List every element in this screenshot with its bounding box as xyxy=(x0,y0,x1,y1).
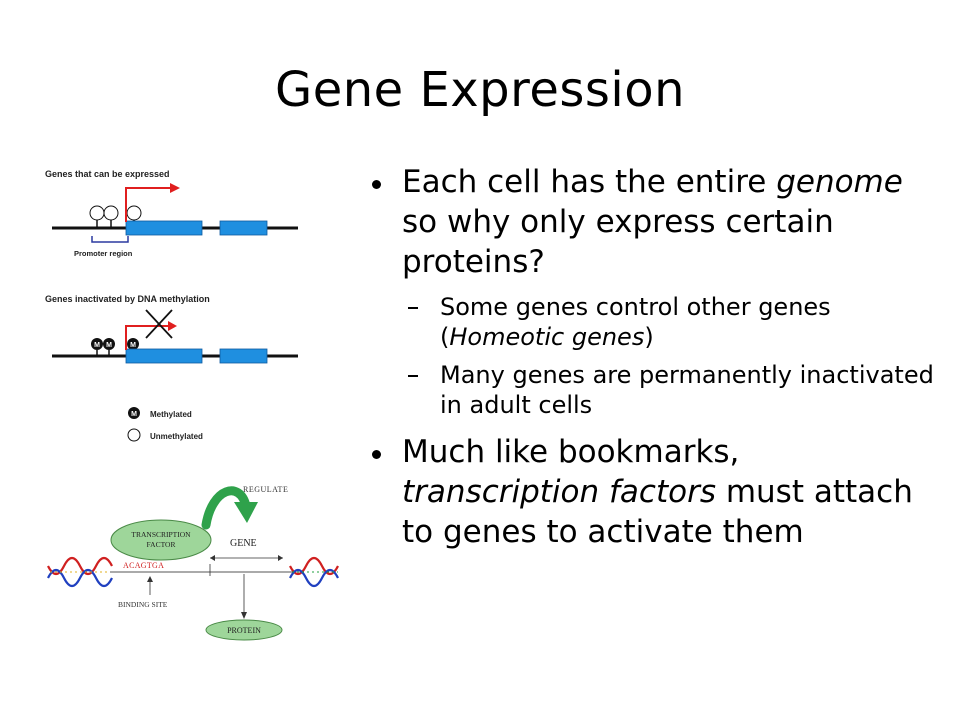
transcription-arrow-icon xyxy=(125,183,180,222)
bullet-text-segment: ) xyxy=(644,323,654,351)
dna-helix-icon xyxy=(47,556,339,588)
label-binding-site: BINDING SITE xyxy=(118,600,168,609)
bullet-dash-icon xyxy=(408,375,418,377)
protein-bubble: PROTEIN xyxy=(205,619,283,641)
methylation-legend: M Methylated Unmethylated xyxy=(127,407,203,442)
binding-site-arrow-icon xyxy=(147,576,153,595)
promoter-bracket xyxy=(91,236,129,243)
bullet-text-segment: Some genes control other genes ( xyxy=(440,293,831,351)
bullet-text-segment: so why only express certain proteins? xyxy=(402,204,834,280)
svg-text:M: M xyxy=(106,342,112,349)
gene-exon-1-methylated xyxy=(125,348,203,364)
label-promoter: Promoter region xyxy=(74,249,133,258)
emphasized-term: transcription factors xyxy=(402,474,716,510)
gene-exon-1 xyxy=(125,220,203,236)
regulate-arrow-icon xyxy=(201,486,258,530)
label-regulate: REGULATE xyxy=(243,485,288,494)
bullet-dot-icon xyxy=(372,450,381,459)
svg-text:PROTEIN: PROTEIN xyxy=(227,626,261,635)
svg-text:TRANSCRIPTION: TRANSCRIPTION xyxy=(131,530,191,539)
bullet-text-segment: Many genes are permanently inactivated i… xyxy=(440,361,934,419)
unmethylated-sites xyxy=(89,205,142,228)
label-gene: GENE xyxy=(230,538,257,549)
legend-methylated: Methylated xyxy=(150,410,192,419)
svg-text:FACTOR: FACTOR xyxy=(147,540,176,549)
gene-to-protein-arrow-icon xyxy=(241,574,247,619)
gene-exon-2-methylated xyxy=(219,348,268,364)
gene-exon-2 xyxy=(219,220,268,236)
methylated-sites: M M M xyxy=(91,338,139,356)
bullet-text-segment: must attach to genes to activate them xyxy=(402,474,913,550)
bullet-text-segment: Much like bookmarks, xyxy=(402,434,740,470)
sub-bullet-item: Many genes are permanently inactivated i… xyxy=(368,360,938,420)
legend-unmethylated: Unmethylated xyxy=(150,432,203,441)
blocked-transcription-arrow-icon xyxy=(125,309,177,350)
bullet-item: Each cell has the entire genome so why o… xyxy=(368,162,938,282)
bullet-item: Much like bookmarks, transcription facto… xyxy=(368,432,938,552)
gene-expression-figure: Genes that can be expressed Promoter reg… xyxy=(45,169,339,641)
svg-text:M: M xyxy=(94,342,100,349)
bullet-dot-icon xyxy=(372,180,381,189)
label-inactivated: Genes inactivated by DNA methylation xyxy=(45,294,210,304)
label-expressed: Genes that can be expressed xyxy=(45,169,170,179)
slide-title: Gene Expression xyxy=(275,62,685,118)
svg-text:M: M xyxy=(130,342,136,349)
bullet-list: Each cell has the entire genome so why o… xyxy=(368,162,938,562)
binding-sequence: ACAGTGA xyxy=(123,561,164,570)
emphasized-term: genome xyxy=(776,164,903,200)
bullet-dash-icon xyxy=(408,307,418,309)
gene-span-icon xyxy=(210,555,283,561)
emphasized-term: Homeotic genes xyxy=(449,323,645,351)
svg-text:M: M xyxy=(131,411,137,418)
transcription-factor-bubble: TRANSCRIPTION FACTOR xyxy=(110,519,212,561)
bullet-text-segment: Each cell has the entire xyxy=(402,164,777,200)
sub-bullet-item: Some genes control other genes (Homeotic… xyxy=(368,292,938,352)
